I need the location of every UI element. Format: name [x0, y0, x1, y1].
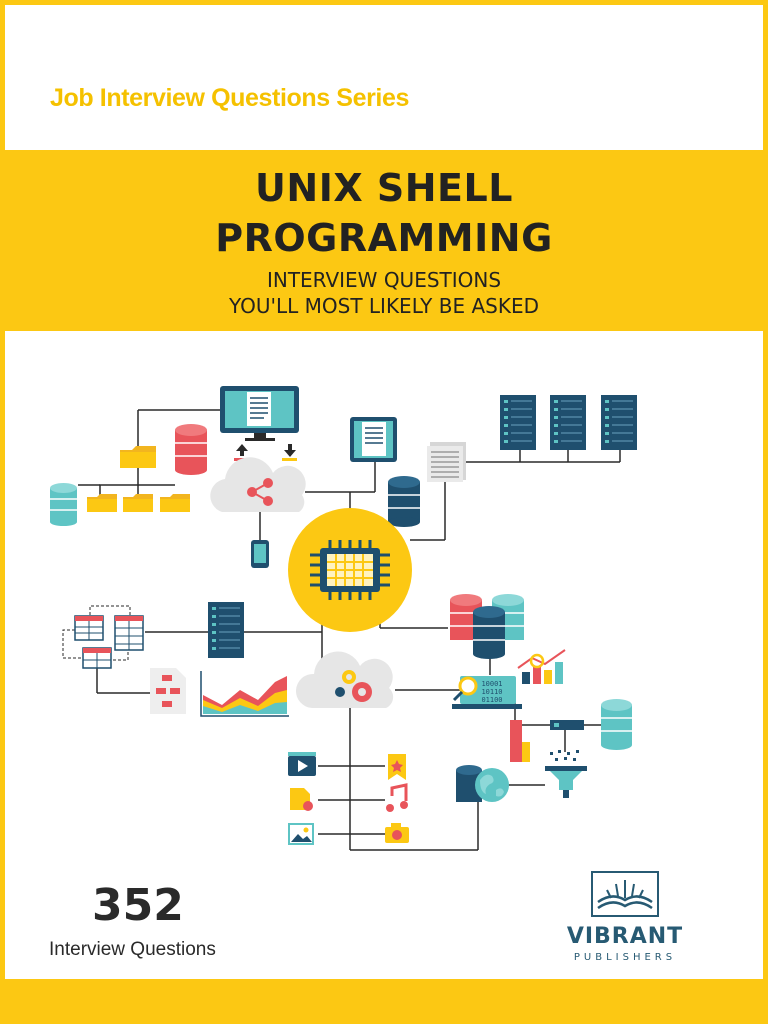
- navy-database-icon: [388, 476, 420, 527]
- monitor-icon: [220, 386, 299, 441]
- bookmark-star-icon: [388, 754, 406, 780]
- network-switch-icon: [550, 720, 584, 730]
- question-count-label: Interview Questions: [49, 939, 216, 960]
- publisher-subtitle: PUBLISHERS: [573, 952, 677, 963]
- teal-database-right-icon: [601, 699, 632, 750]
- subtitle-line-2: YOU'LL MOST LIKELY BE ASKED: [228, 294, 539, 318]
- red-database-icon: [175, 424, 207, 475]
- title-line-2: PROGRAMMING: [215, 216, 553, 260]
- laptop-search-icon: 10001 10110 01100: [452, 676, 522, 709]
- question-count: 352: [92, 880, 184, 931]
- document-stack-icon: [427, 442, 466, 482]
- image-icon: [288, 823, 314, 845]
- cpu-chip-icon: [288, 508, 412, 632]
- title-line-1: UNIX SHELL: [255, 166, 513, 210]
- video-icon: [288, 752, 316, 776]
- title-band: UNIX SHELL PROGRAMMING INTERVIEW QUESTIO…: [0, 150, 768, 330]
- flowchart-document-icon: [150, 668, 186, 714]
- music-note-icon: [386, 783, 408, 812]
- folder-tree-icon: [87, 446, 190, 512]
- binary-line-2: 10110: [481, 688, 502, 696]
- database-cluster-icon: [450, 594, 524, 659]
- tablet-document-icon: [350, 417, 397, 462]
- data-funnel-icon: [545, 750, 587, 798]
- open-book-icon: [591, 871, 659, 917]
- server-tower-icon: [208, 602, 244, 658]
- publisher-name: VIBRANT: [566, 924, 684, 949]
- share-cloud-icon: [210, 457, 306, 512]
- area-chart-icon: [200, 671, 289, 717]
- binary-line-1: 10001: [481, 680, 502, 688]
- subtitle-line-1: INTERVIEW QUESTIONS: [266, 268, 502, 292]
- analytics-chart-icon: [517, 649, 566, 684]
- settings-cloud-icon: [295, 651, 394, 708]
- smartphone-icon: [251, 540, 269, 568]
- series-label: Job Interview Questions Series: [50, 84, 409, 112]
- bar-3d-icon: [510, 720, 530, 762]
- document-icon: [290, 788, 313, 811]
- server-rack-icons: [500, 395, 637, 450]
- camera-icon: [385, 823, 409, 843]
- binary-line-3: 01100: [481, 696, 502, 704]
- globe-database-icon: [456, 765, 509, 802]
- publisher-logo: VIBRANT PUBLISHERS: [550, 870, 700, 963]
- database-schema-icon: [62, 605, 144, 669]
- series-panel: [5, 5, 763, 150]
- teal-database-icon: [50, 483, 77, 526]
